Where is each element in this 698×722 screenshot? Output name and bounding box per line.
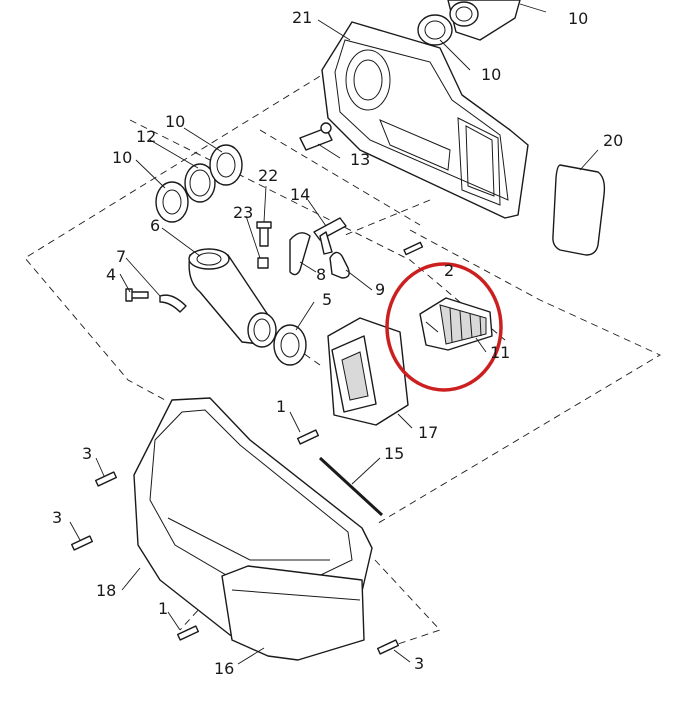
screw-3-upper-left: [94, 471, 118, 487]
callout-1: 1: [276, 397, 286, 416]
part-17-filter-housing: [327, 317, 409, 426]
callout-10: 10: [568, 9, 588, 28]
callout-4: 4: [106, 265, 116, 284]
callout-labels: 21 10 10 10 12 10 13 20 22 14 23 6 7 4 8…: [52, 8, 623, 678]
part-5-seal-ring: [273, 324, 307, 366]
callout-15: 15: [384, 444, 404, 463]
screw-3-lower-left: [70, 535, 94, 551]
part-9-hose: [329, 251, 350, 279]
part-14-t-piece: [313, 217, 347, 255]
callout-3: 3: [52, 508, 62, 527]
callout-23: 23: [233, 203, 253, 222]
callout-10: 10: [165, 112, 185, 131]
part-22-screw: [256, 221, 272, 247]
part-4-bolt: [125, 288, 149, 302]
part-20-seal: [552, 164, 606, 256]
screw-1-upper: [296, 429, 320, 445]
callout-3: 3: [414, 654, 424, 673]
part-10-gasket-left: [155, 181, 189, 223]
part-11-filter-element: [419, 297, 493, 351]
callout-9: 9: [375, 280, 385, 299]
screw-2: [403, 241, 424, 256]
callout-10: 10: [112, 148, 132, 167]
leader-lines: [69, 3, 599, 665]
part-6-intake-duct: [188, 248, 277, 348]
callout-2: 2: [444, 261, 454, 280]
callout-7: 7: [116, 247, 126, 266]
part-23-spacer: [257, 257, 269, 269]
highlight-circle: [385, 262, 503, 392]
callout-6: 6: [150, 216, 160, 235]
callout-14: 14: [290, 185, 310, 204]
callout-5: 5: [322, 290, 332, 309]
part-15-strip: [318, 456, 384, 517]
callout-22: 22: [258, 166, 278, 185]
callout-3: 3: [82, 444, 92, 463]
callout-20: 20: [603, 131, 623, 150]
callout-17: 17: [418, 423, 438, 442]
part-13-fitting: [299, 122, 333, 151]
part-10-gasket-top: [417, 14, 453, 46]
callout-1: 1: [158, 599, 168, 618]
callout-8: 8: [316, 265, 326, 284]
screw-3-bottom: [376, 639, 400, 655]
part-16-lower-cover: [221, 565, 365, 661]
part-7-clip: [159, 294, 187, 313]
callout-11: 11: [490, 343, 510, 362]
callout-12: 12: [136, 127, 156, 146]
screw-1-lower: [176, 625, 200, 641]
part-10-gasket-mid: [209, 144, 243, 186]
callout-18: 18: [96, 581, 116, 600]
top-intake-pipe: [447, 0, 521, 41]
part-21-upper-housing: [321, 21, 529, 219]
callout-16: 16: [214, 659, 234, 678]
part-12-ring: [184, 163, 216, 203]
callout-21: 21: [292, 8, 312, 27]
callout-13: 13: [350, 150, 370, 169]
part-8-hose: [289, 232, 311, 276]
callout-10: 10: [481, 65, 501, 84]
